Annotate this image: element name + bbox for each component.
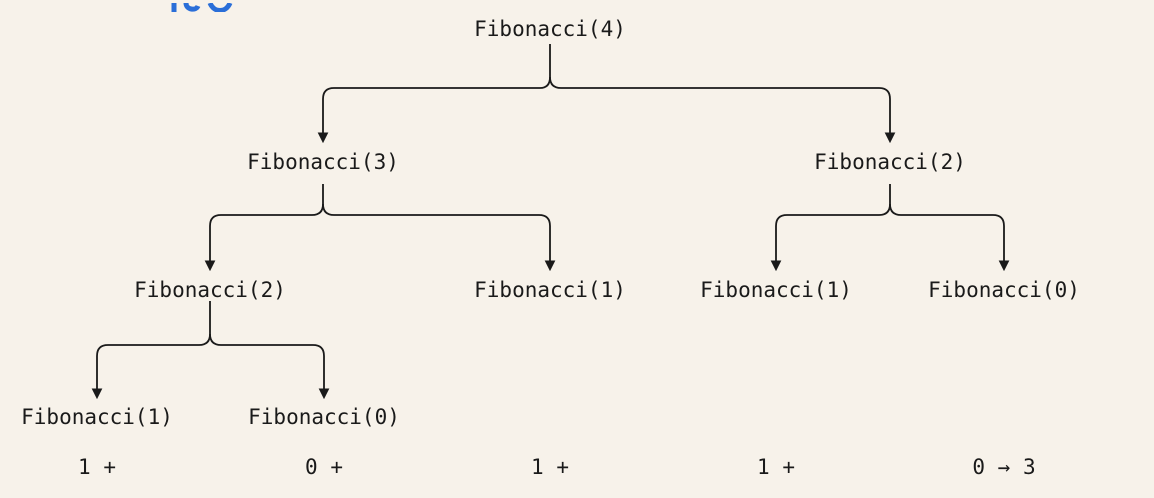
node-level2-c: Fibonacci(1)	[700, 278, 852, 302]
node-level2-b: Fibonacci(1)	[474, 278, 626, 302]
edge-fib3-to-fib2	[204, 184, 324, 272]
sum-term-5: 0 → 3	[972, 455, 1036, 479]
sum-term-3: 1 +	[531, 455, 569, 479]
sum-term-1: 1 +	[78, 455, 116, 479]
node-right-level1: Fibonacci(2)	[814, 150, 966, 174]
edge-root-to-fib3	[317, 44, 551, 144]
edge-fib2-to-fib0	[889, 203, 1010, 272]
edge-left-fib2-to-fib1	[91, 301, 211, 400]
node-left-level1: Fibonacci(3)	[247, 150, 399, 174]
sum-term-4: 1 +	[757, 455, 795, 479]
node-level2-a: Fibonacci(2)	[134, 278, 286, 302]
edge-fib2-to-fib1	[770, 184, 891, 272]
node-level3-b: Fibonacci(0)	[248, 405, 400, 429]
top-edge-mark	[168, 0, 238, 12]
sum-term-2: 0 +	[305, 455, 343, 479]
edge-root-to-fib2	[549, 76, 896, 144]
edge-fib3-to-fib1	[322, 203, 556, 272]
node-level3-a: Fibonacci(1)	[21, 405, 173, 429]
node-level2-d: Fibonacci(0)	[928, 278, 1080, 302]
edge-left-fib2-to-fib0	[209, 333, 330, 400]
node-root: Fibonacci(4)	[474, 17, 626, 41]
